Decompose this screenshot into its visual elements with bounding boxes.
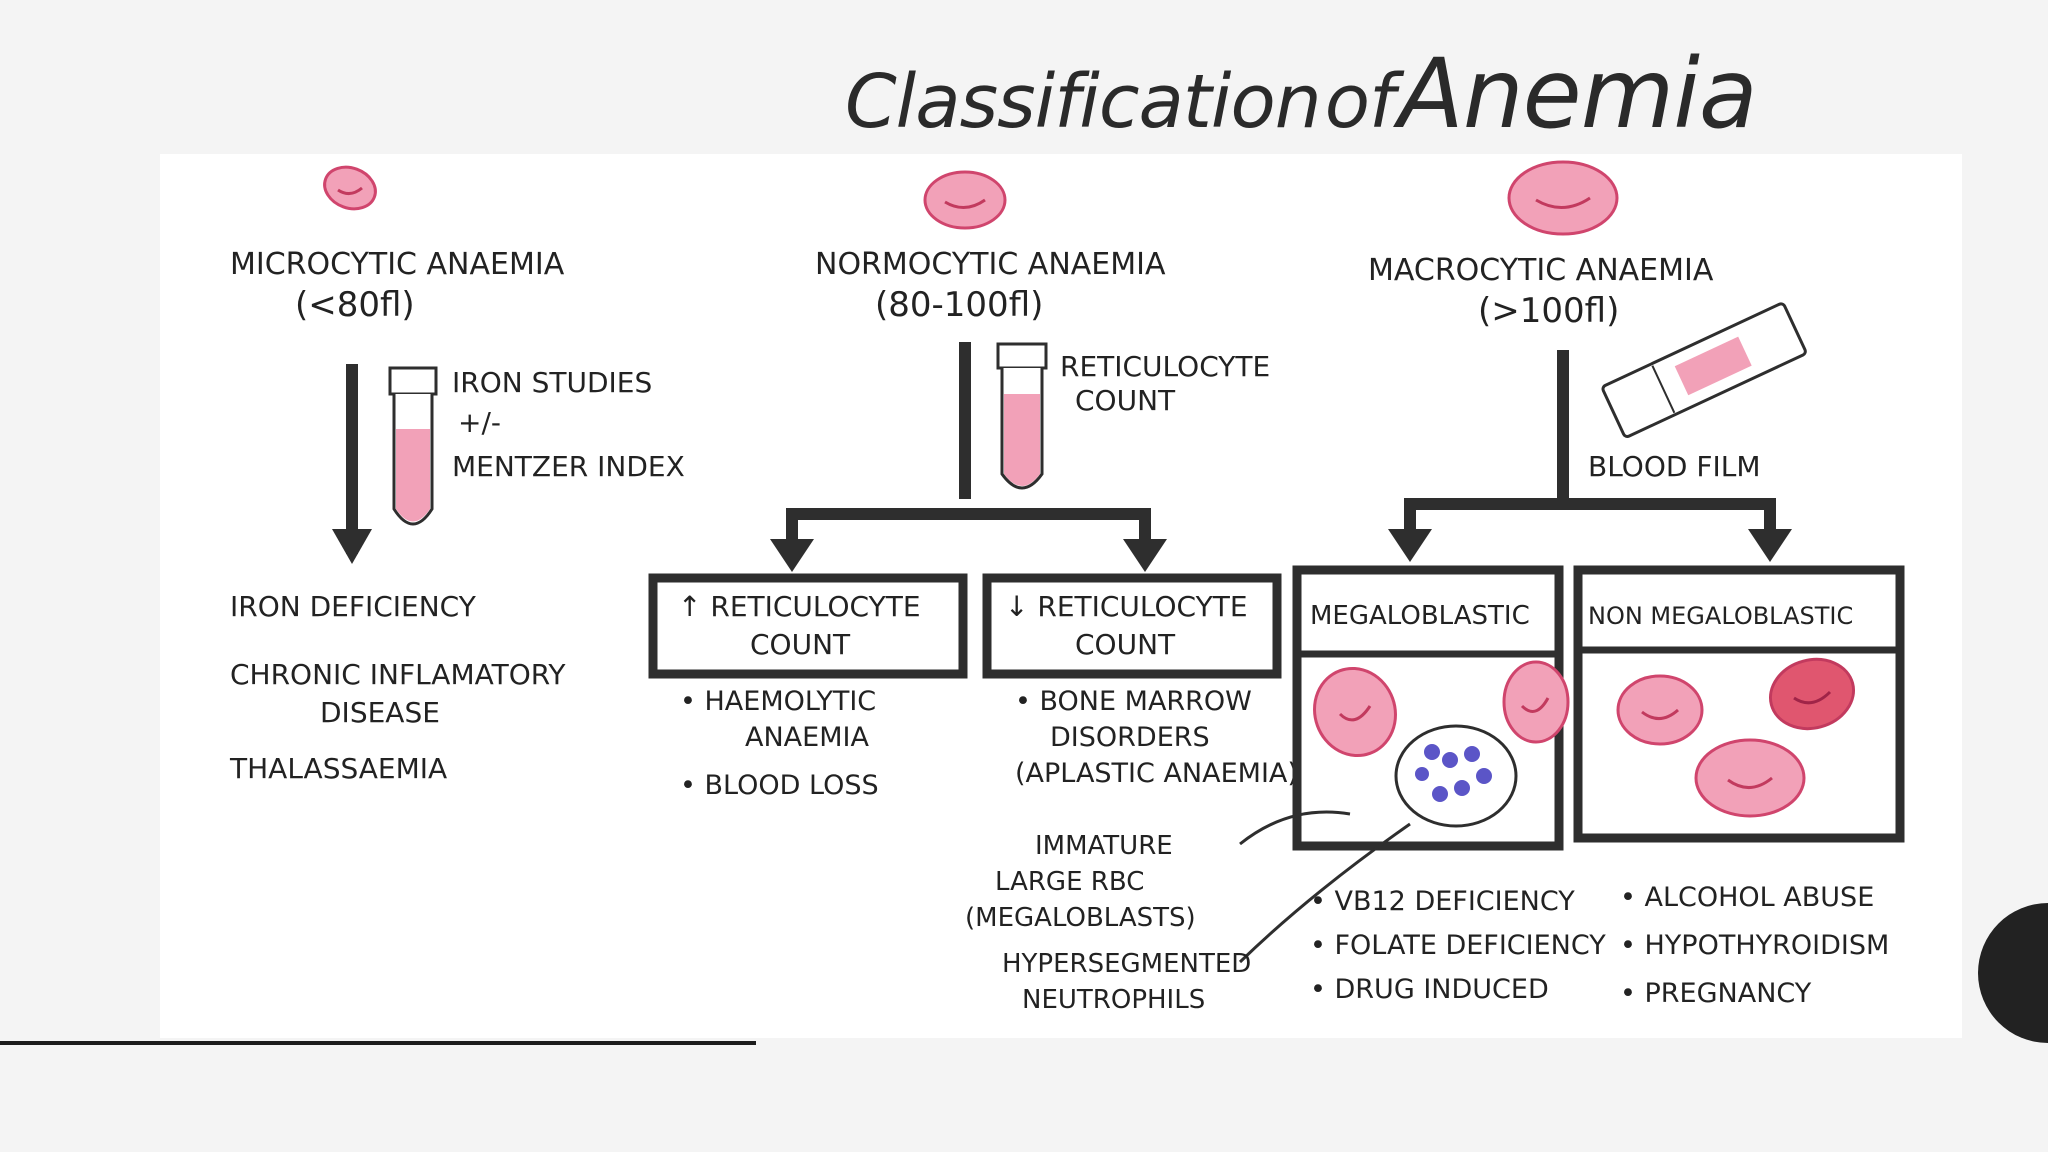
normo-branch-arrowhead-left xyxy=(770,539,814,572)
micro-heading: MICROCYTIC ANAEMIA xyxy=(230,247,565,282)
rbc-medium-icon xyxy=(923,170,1007,230)
non-megaloblastic-label: NON MEGALOBLASTIC xyxy=(1588,602,1853,630)
megaloblastic-label: MEGALOBLASTIC xyxy=(1310,601,1530,631)
test-tube-icon xyxy=(996,342,1048,490)
connector-immature xyxy=(1239,810,1351,846)
macro-branch xyxy=(1404,498,1776,542)
mega-note-2: LARGE RBC xyxy=(995,867,1144,897)
normo-branch-arrowhead-right xyxy=(1123,539,1167,572)
slide-title: Classification of Anemia xyxy=(845,38,1758,150)
nonmega-cause-1: • ALCOHOL ABUSE xyxy=(1620,882,1874,913)
micro-cause-1: IRON DEFICIENCY xyxy=(230,590,477,623)
title-word-classification: Classification xyxy=(845,59,1322,145)
mega-cause-1: • VB12 DEFICIENCY xyxy=(1310,886,1575,917)
micro-cause-3: THALASSAEMIA xyxy=(229,752,447,785)
macrocyte-icon xyxy=(1616,674,1704,746)
megaloblast-icon xyxy=(1313,666,1397,758)
high-retic-cause-1b: ANAEMIA xyxy=(745,722,869,753)
macro-test: BLOOD FILM xyxy=(1588,450,1760,483)
micro-test-line2: +/- xyxy=(458,406,501,439)
micro-test-line1: IRON STUDIES xyxy=(452,366,652,399)
nonmega-cause-2: • HYPOTHYROIDISM xyxy=(1620,930,1889,961)
high-retic-cause-2: • BLOOD LOSS xyxy=(680,770,879,801)
macro-branch-arrowhead-right xyxy=(1748,529,1792,562)
macro-heading: MACROCYTIC ANAEMIA xyxy=(1368,253,1714,288)
diagram-panel: MICROCYTIC ANAEMIA (<80fl) IRON STUDIES … xyxy=(160,154,1962,1038)
normo-heading: NORMOCYTIC ANAEMIA xyxy=(815,247,1166,282)
micro-arrowhead xyxy=(332,529,372,564)
nonmega-cause-3: • PREGNANCY xyxy=(1620,978,1812,1009)
high-retic-line2: COUNT xyxy=(750,628,851,661)
high-retic-cause-1: • HAEMOLYTIC xyxy=(680,686,876,717)
normo-test-line1: RETICULOCYTE xyxy=(1060,350,1270,383)
normo-range: (80-100fl) xyxy=(875,285,1043,325)
anemia-flowchart: MICROCYTIC ANAEMIA (<80fl) IRON STUDIES … xyxy=(229,160,1905,1015)
macro-range: (>100fl) xyxy=(1478,291,1619,331)
title-word-anemia: Anemia xyxy=(1398,38,1758,150)
rbc-small-icon xyxy=(323,165,377,211)
mega-cause-2: • FOLATE DEFICIENCY xyxy=(1310,930,1606,961)
title-underline xyxy=(0,1041,756,1045)
low-retic-line2: COUNT xyxy=(1075,628,1176,661)
mega-note-1: IMMATURE xyxy=(1035,831,1173,861)
mega-note-4: HYPERSEGMENTED xyxy=(1002,949,1251,979)
low-retic-cause-1b: DISORDERS xyxy=(1050,722,1210,753)
blood-film-slide-icon xyxy=(1601,302,1807,439)
mega-note-5: NEUTROPHILS xyxy=(1022,985,1205,1015)
micro-cause-2b: DISEASE xyxy=(320,696,440,729)
decorative-circle xyxy=(1978,903,2048,1043)
low-retic-box xyxy=(982,573,1282,679)
normo-test-line2: COUNT xyxy=(1075,384,1176,417)
mega-note-3: (MEGALOBLASTS) xyxy=(965,903,1196,933)
macrocyte-icon xyxy=(1768,657,1856,731)
title-word-of: of xyxy=(1324,59,1395,145)
rbc-large-icon xyxy=(1507,160,1619,236)
connector-hypersegmented xyxy=(1238,822,1411,964)
megaloblast-icon xyxy=(1502,660,1570,744)
low-retic-line1: ↓ RETICULOCYTE xyxy=(1005,590,1248,623)
micro-test-line3: MENTZER INDEX xyxy=(452,450,685,483)
mega-cause-3: • DRUG INDUCED xyxy=(1310,974,1549,1005)
normo-branch xyxy=(786,508,1151,552)
micro-range: (<80fl) xyxy=(295,285,415,325)
high-retic-line1: ↑ RETICULOCYTE xyxy=(678,590,921,623)
macro-branch-arrowhead-left xyxy=(1388,529,1432,562)
micro-cause-2: CHRONIC INFLAMATORY xyxy=(230,658,566,691)
high-retic-box xyxy=(648,573,968,679)
macrocyte-icon xyxy=(1694,738,1806,818)
low-retic-cause-1c: (APLASTIC ANAEMIA) xyxy=(1015,758,1298,789)
low-retic-cause-1: • BONE MARROW xyxy=(1015,686,1252,717)
test-tube-icon xyxy=(388,366,438,526)
neutrophil-icon xyxy=(1394,724,1518,828)
